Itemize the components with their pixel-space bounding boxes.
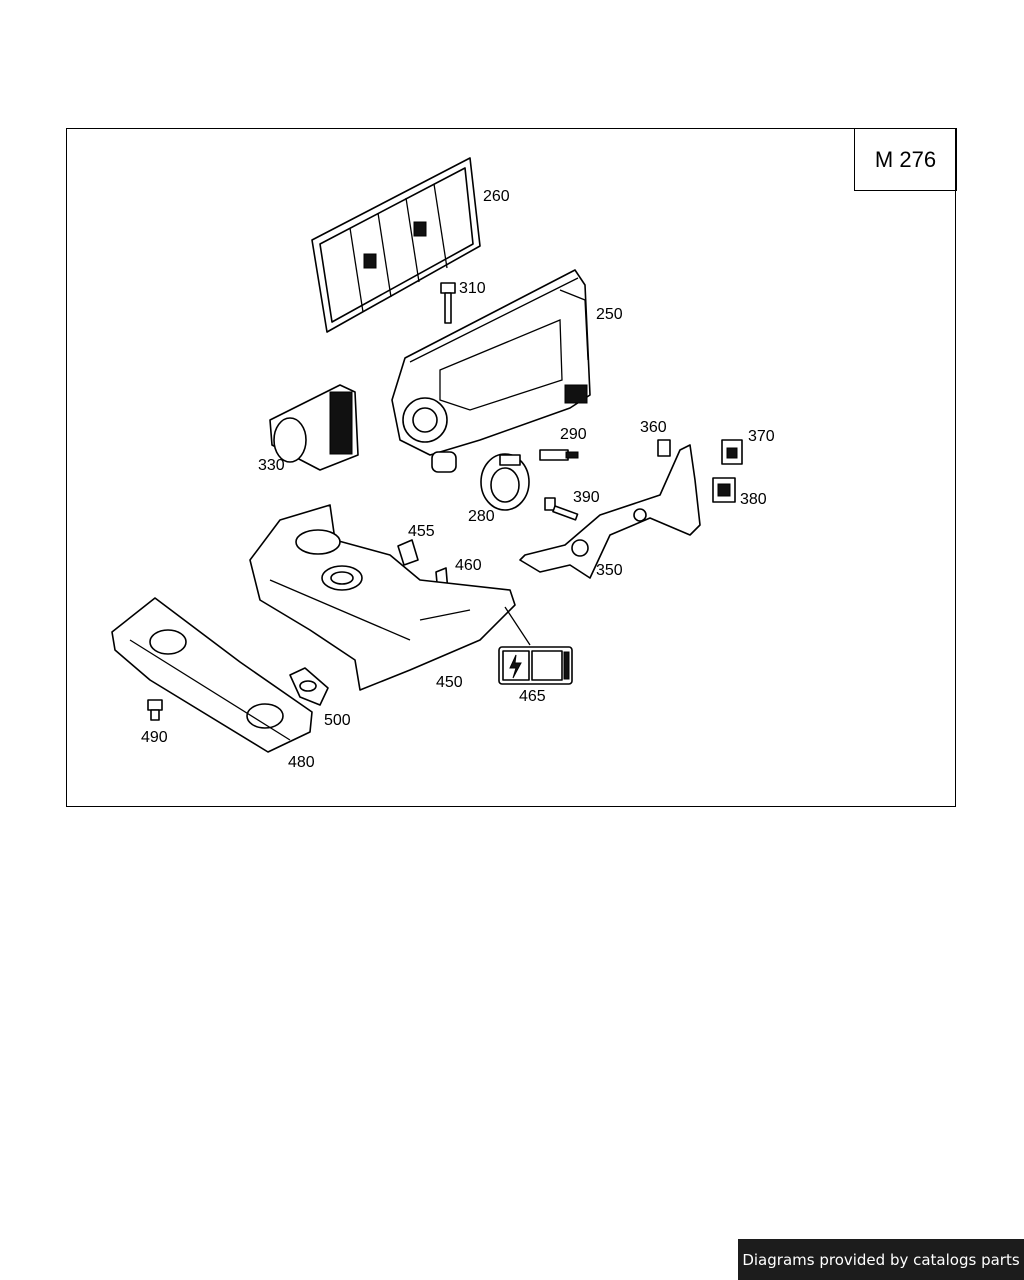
part-label-465: 465 bbox=[519, 688, 546, 705]
bolt-310[interactable] bbox=[440, 282, 456, 324]
clip-370[interactable] bbox=[721, 439, 743, 465]
part-label-370: 370 bbox=[748, 428, 775, 445]
clip-490[interactable] bbox=[147, 699, 163, 721]
grommet-500[interactable] bbox=[289, 667, 329, 706]
model-code: M 276 bbox=[874, 146, 937, 172]
clip-360[interactable] bbox=[657, 439, 671, 457]
clip-380[interactable] bbox=[712, 477, 736, 503]
engine-cover-450[interactable] bbox=[249, 504, 516, 691]
part-label-450: 450 bbox=[436, 674, 463, 691]
part-label-460: 460 bbox=[455, 557, 482, 574]
part-label-455: 455 bbox=[408, 523, 435, 540]
part-label-350: 350 bbox=[596, 562, 623, 579]
credit-text: Diagrams provided by catalogs parts bbox=[742, 1250, 1020, 1269]
sensor-290[interactable] bbox=[539, 449, 579, 461]
part-label-330: 330 bbox=[258, 457, 285, 474]
air-filter-housing-250[interactable] bbox=[391, 269, 591, 473]
part-label-250: 250 bbox=[596, 306, 623, 323]
part-label-310: 310 bbox=[459, 280, 486, 297]
credit-banner: Diagrams provided by catalogs parts bbox=[738, 1239, 1024, 1280]
part-label-380: 380 bbox=[740, 491, 767, 508]
part-label-280: 280 bbox=[468, 508, 495, 525]
intake-duct-330[interactable] bbox=[269, 384, 359, 471]
part-label-500: 500 bbox=[324, 712, 351, 729]
part-label-390: 390 bbox=[573, 489, 600, 506]
clip-455[interactable] bbox=[397, 539, 419, 566]
flange-280[interactable] bbox=[480, 453, 530, 511]
part-label-490: 490 bbox=[141, 729, 168, 746]
part-label-290: 290 bbox=[560, 426, 587, 443]
bracket-350[interactable] bbox=[519, 444, 701, 579]
bolt-390[interactable] bbox=[544, 497, 579, 521]
part-label-260: 260 bbox=[483, 188, 510, 205]
air-filter-element-260[interactable] bbox=[311, 157, 481, 333]
model-code-box: M 276 bbox=[854, 128, 957, 191]
part-label-360: 360 bbox=[640, 419, 667, 436]
cover-tray-480[interactable] bbox=[111, 597, 313, 753]
diagram-frame bbox=[66, 128, 956, 807]
warning-label-465[interactable] bbox=[498, 606, 573, 685]
part-label-480: 480 bbox=[288, 754, 315, 771]
